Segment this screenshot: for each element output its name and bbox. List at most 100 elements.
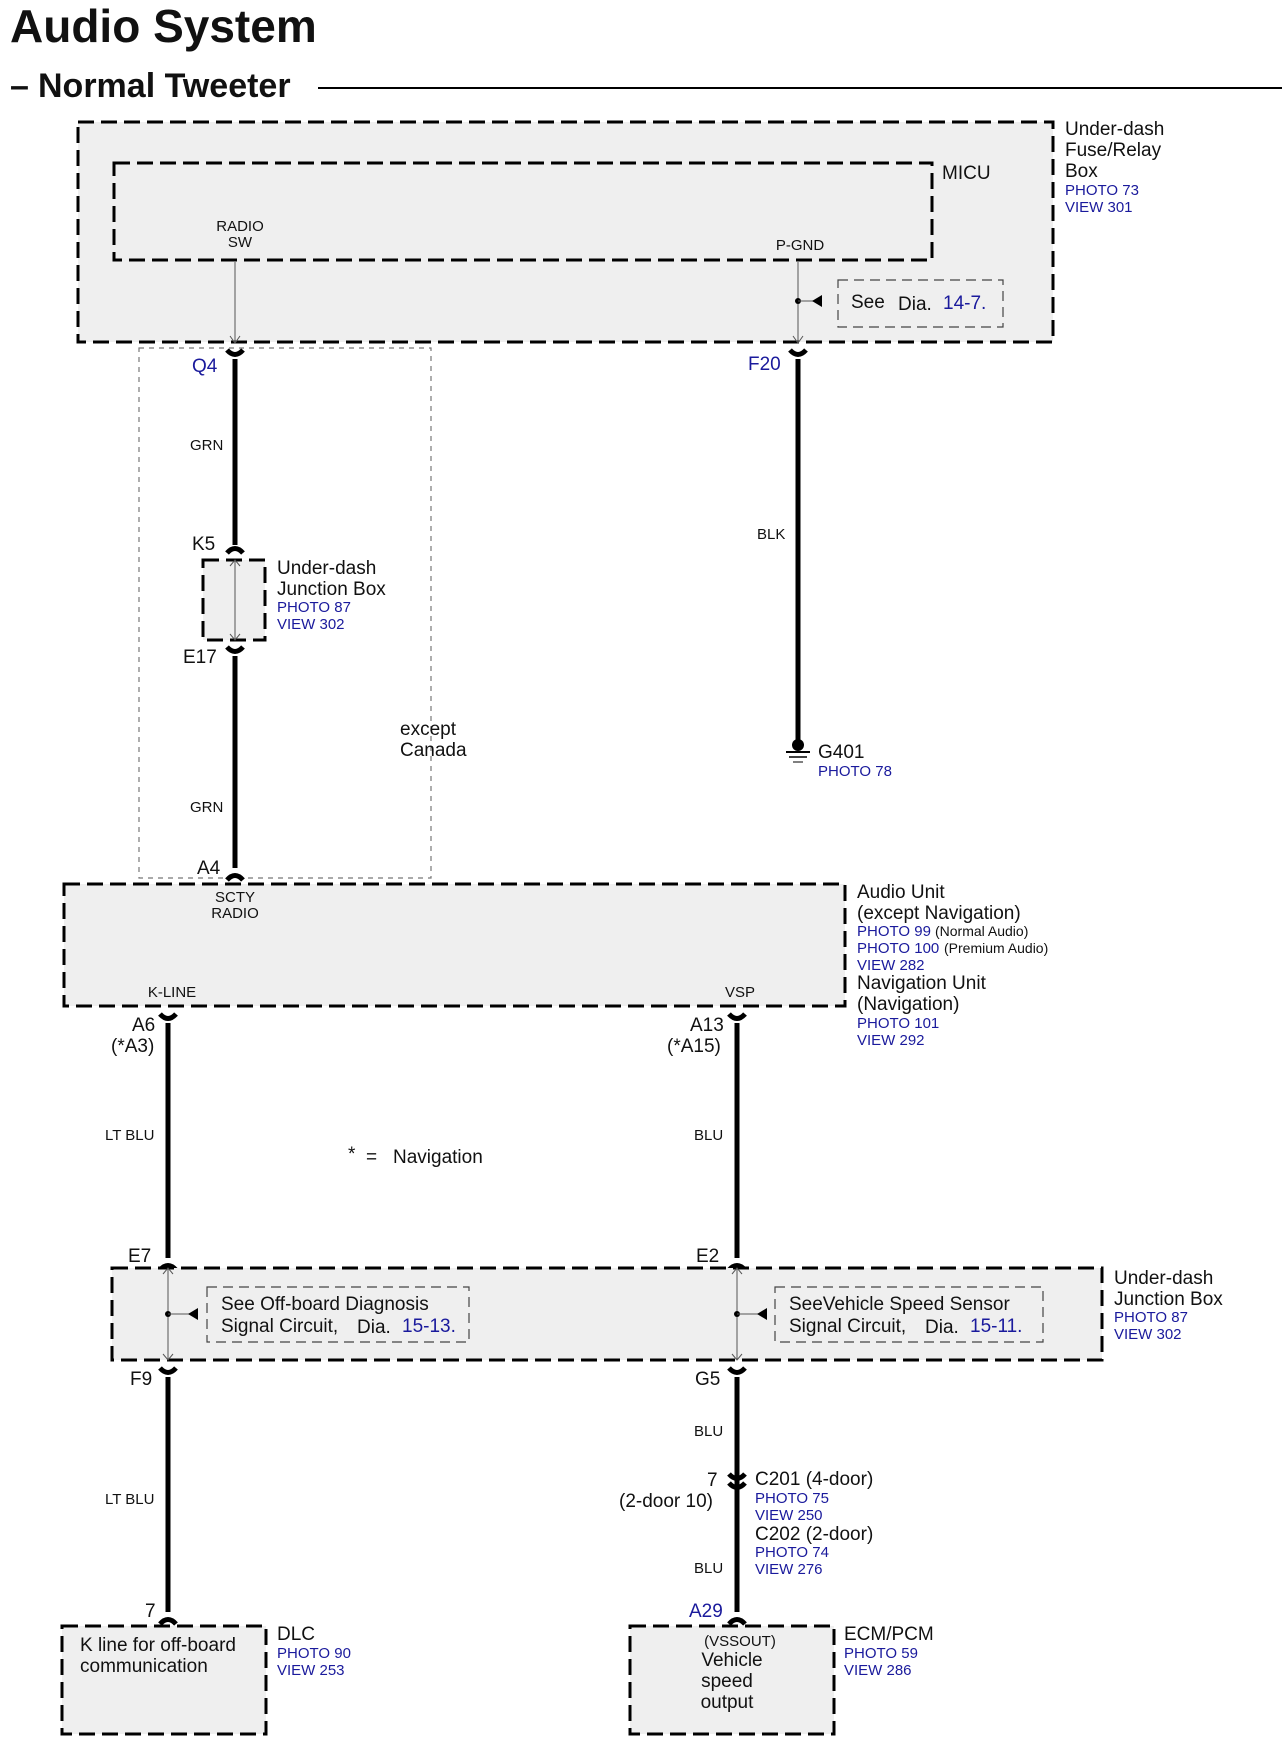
junction-bottom-view-link[interactable]: VIEW 302 <box>1114 1326 1182 1343</box>
ecm-photo-link[interactable]: PHOTO 59 <box>844 1645 918 1662</box>
junction-bottom-name-1: Under-dash <box>1114 1268 1213 1289</box>
junction-right-note-arrow <box>757 1308 767 1320</box>
wire-grn-upper-label: GRN <box>190 437 223 454</box>
ground-g401-dot <box>792 739 804 751</box>
vss-note-line-2: Signal Circuit, <box>789 1316 906 1337</box>
audio-unit-photo100-link[interactable]: PHOTO 100 <box>857 940 939 957</box>
pin-e17: E17 <box>183 647 217 668</box>
junction-top-photo-link[interactable]: PHOTO 87 <box>277 599 351 616</box>
pin-a29: A29 <box>689 1601 723 1622</box>
see-dia-14-7-link[interactable]: 14-7. <box>943 293 986 314</box>
except-canada-label-2: Canada <box>400 740 467 761</box>
wire-blu-upper-label: BLU <box>694 1127 723 1144</box>
junction-bottom-photo-link[interactable]: PHOTO 87 <box>1114 1309 1188 1326</box>
pin-a13: A13 <box>690 1015 724 1036</box>
p-gnd-note-arrow <box>812 295 822 307</box>
c202-label: C202 (2-door) <box>755 1524 873 1545</box>
c201-2door-pin: (2-door 10) <box>619 1491 713 1512</box>
wire-lt-blu-lower-label: LT BLU <box>105 1491 154 1508</box>
ecm-text-vehicle: Vehicle <box>701 1650 762 1671</box>
scty-radio-label-1: SCTY <box>215 889 255 906</box>
ground-g401-label: G401 <box>818 742 864 763</box>
a4-connector <box>225 873 245 882</box>
audio-unit-photo99-link[interactable]: PHOTO 99 <box>857 923 931 940</box>
c201-view-link[interactable]: VIEW 250 <box>755 1507 823 1524</box>
vss-dia-15-11-link[interactable]: 15-11. <box>970 1316 1022 1337</box>
c202-photo-link[interactable]: PHOTO 74 <box>755 1544 829 1561</box>
k-line-label: K-LINE <box>148 984 196 1001</box>
ecm-pcm-box <box>628 1624 836 1736</box>
offboard-note-dia: Dia. <box>357 1317 391 1338</box>
junction-right-arrow-up <box>731 1267 743 1275</box>
junction-left-note-arrow <box>188 1308 198 1320</box>
a6-connector <box>158 1012 178 1021</box>
nav-note-equals: = <box>366 1147 377 1168</box>
junction-top-view-link[interactable]: VIEW 302 <box>277 616 345 633</box>
vss-note-line-1: SeeVehicle Speed Sensor <box>789 1294 1010 1315</box>
except-canada-label-1: except <box>400 719 457 740</box>
see-dia-note-box <box>837 279 1004 328</box>
nav-unit-name-2: (Navigation) <box>857 994 959 1015</box>
junction-box-bottom <box>110 1266 1104 1362</box>
pin-7-dlc: 7 <box>145 1601 156 1622</box>
junction-bottom-name-2: Junction Box <box>1114 1289 1223 1310</box>
p-gnd-arrow <box>792 335 804 344</box>
junction-right-arrow-down <box>731 1353 743 1361</box>
p-gnd-label: P-GND <box>776 237 825 254</box>
ecm-text-output: output <box>701 1692 755 1713</box>
nav-unit-photo101-link[interactable]: PHOTO 101 <box>857 1015 939 1032</box>
fuse-box-name-3: Box <box>1065 161 1098 182</box>
junction-top-name-2: Junction Box <box>277 579 386 600</box>
vsp-label: VSP <box>725 984 755 1001</box>
ecm-pcm-name: ECM/PCM <box>844 1624 934 1645</box>
vss-note-box <box>774 1286 1044 1343</box>
pin-g5: G5 <box>695 1369 720 1390</box>
c201-photo-link[interactable]: PHOTO 75 <box>755 1490 829 1507</box>
audio-unit-photo100-note: (Premium Audio) <box>944 940 1048 956</box>
offboard-note-line-1: See Off-board Diagnosis <box>221 1294 429 1315</box>
offboard-dia-15-13-link[interactable]: 15-13. <box>402 1316 456 1337</box>
nav-unit-view292-link[interactable]: VIEW 292 <box>857 1032 925 1049</box>
c202-view-link[interactable]: VIEW 276 <box>755 1561 823 1578</box>
pin-a4: A4 <box>197 858 221 879</box>
ecm-text-speed: speed <box>701 1671 753 1692</box>
radio-sw-label-2: SW <box>228 234 253 251</box>
audio-unit-view282-link[interactable]: VIEW 282 <box>857 957 925 974</box>
ecm-view-link[interactable]: VIEW 286 <box>844 1662 912 1679</box>
nav-note-text: Navigation <box>393 1147 483 1168</box>
dlc-photo-link[interactable]: PHOTO 90 <box>277 1645 351 1662</box>
radio-sw-label-1: RADIO <box>216 218 264 235</box>
scty-radio-label-2: RADIO <box>211 905 259 922</box>
pin-f20: F20 <box>748 354 781 375</box>
fuse-box-name-2: Fuse/Relay <box>1065 140 1162 161</box>
wire-grn-lower-label: GRN <box>190 799 223 816</box>
junction-top-arrow-up <box>229 559 241 567</box>
offboard-note-box <box>206 1286 470 1343</box>
dlc-box <box>60 1624 268 1736</box>
junction-top-arrow-down <box>229 633 241 641</box>
wire-blu-mid-label: BLU <box>694 1423 723 1440</box>
see-dia-label: Dia. <box>898 294 932 315</box>
wire-lt-blu-upper-label: LT BLU <box>105 1127 154 1144</box>
pin-7-c201: 7 <box>707 1470 718 1491</box>
offboard-note-line-2: Signal Circuit, <box>221 1316 338 1337</box>
c201-connector-top <box>727 1472 747 1481</box>
ground-g401-photo-link[interactable]: PHOTO 78 <box>818 763 892 780</box>
junction-top-name-1: Under-dash <box>277 558 376 579</box>
dlc-view-link[interactable]: VIEW 253 <box>277 1662 345 1679</box>
fuse-box-photo-link[interactable]: PHOTO 73 <box>1065 182 1139 199</box>
radio-sw-arrow <box>229 335 241 344</box>
junction-box-top <box>201 558 267 642</box>
fuse-relay-box <box>76 120 1055 344</box>
e17-connector <box>225 645 245 654</box>
fuse-box-name-1: Under-dash <box>1065 119 1164 140</box>
pin-q4: Q4 <box>192 356 218 377</box>
pin-a6: A6 <box>132 1015 155 1036</box>
f9-connector <box>158 1366 178 1375</box>
micu-box <box>112 161 934 262</box>
f20-connector <box>788 348 808 357</box>
c201-connector-bottom <box>727 1481 747 1490</box>
q4-connector <box>225 348 245 357</box>
see-label: See <box>851 292 885 313</box>
fuse-box-view-link[interactable]: VIEW 301 <box>1065 199 1133 216</box>
